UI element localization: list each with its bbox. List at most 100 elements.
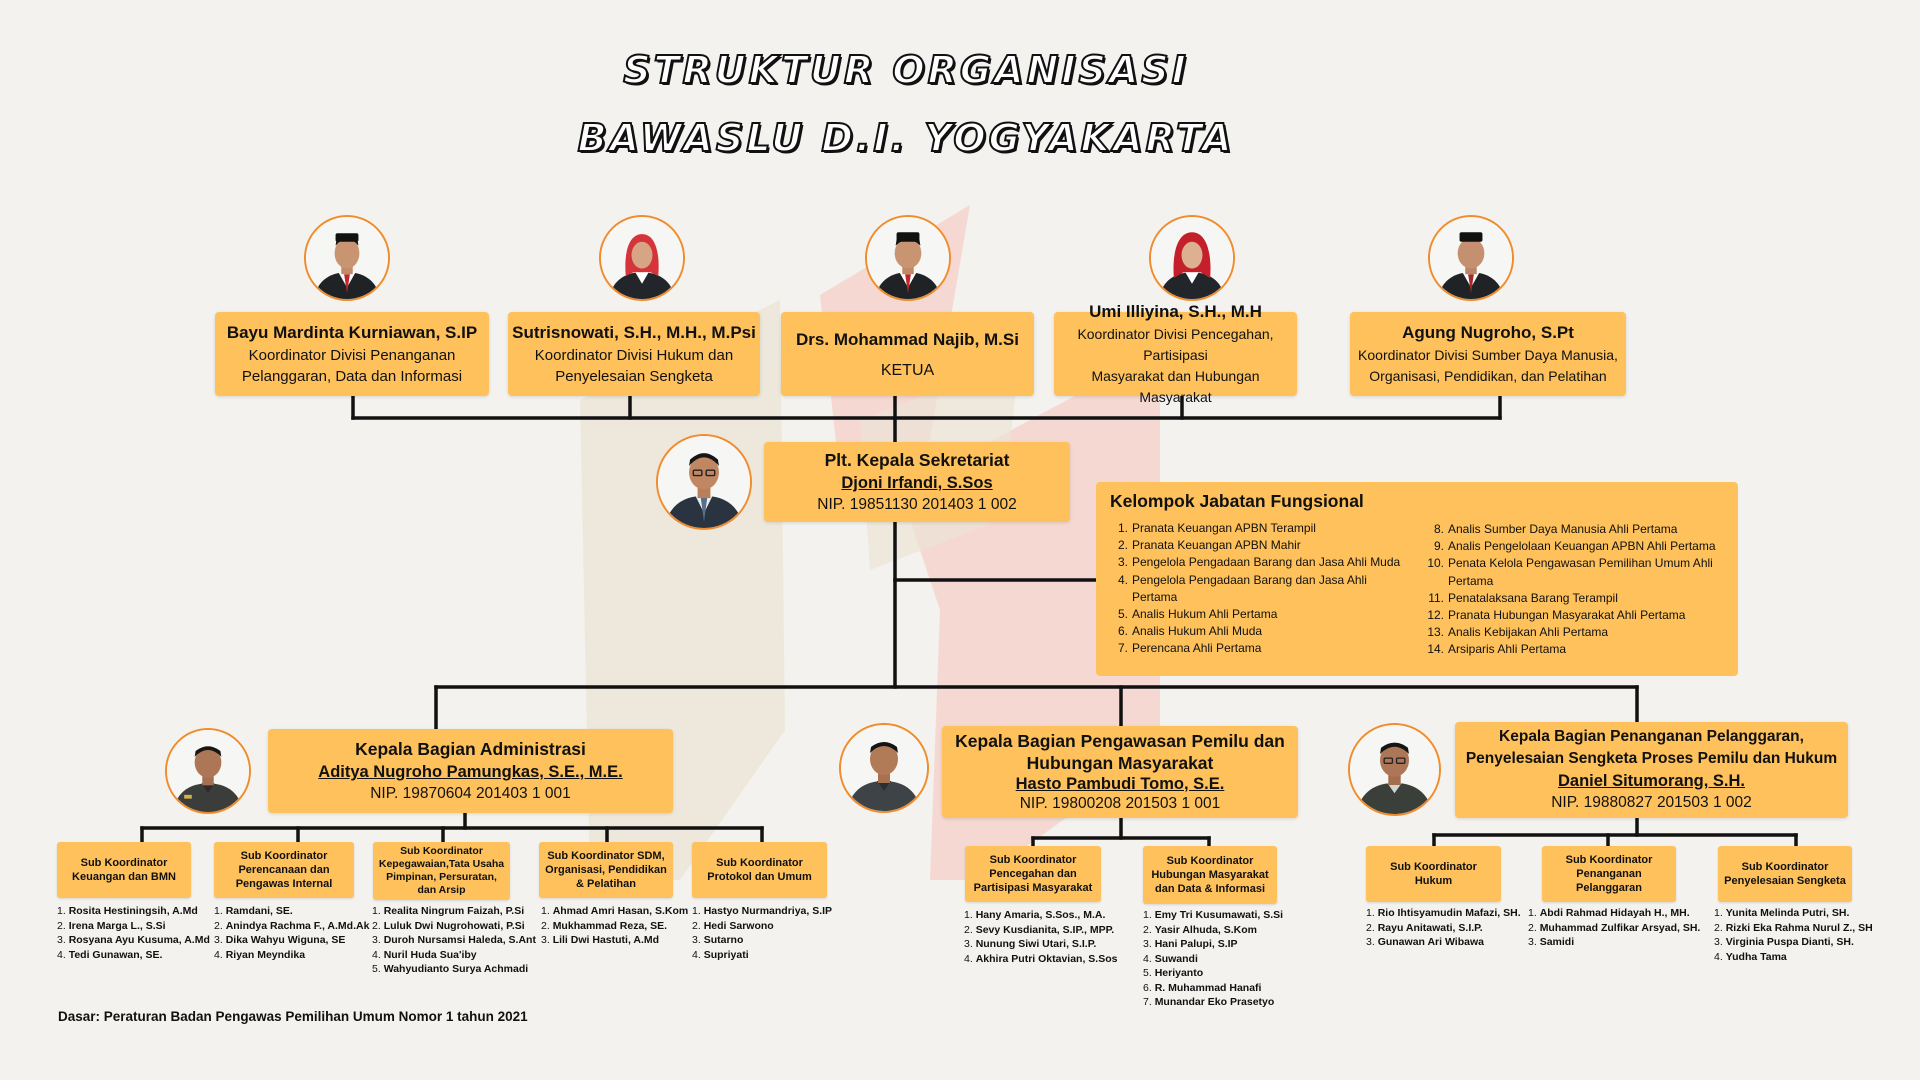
- fungsional-item: 5.Analis Hukum Ahli Pertama: [1110, 606, 1410, 623]
- fungsional-item: 13. Analis Kebijakan Ahli Pertama: [1426, 624, 1726, 641]
- member-item: Nunung Siwi Utari, S.I.P.: [964, 937, 1117, 952]
- head-name-1: Aditya Nugroho Pamungkas, S.E., M.E.: [318, 763, 623, 781]
- leader-role-3-line1: KETUA: [880, 361, 935, 379]
- secretariat-nip: NIP. 19851130 201403 1 002: [817, 496, 1017, 513]
- leader-box-3: Drs. Mohammad Najib, M.Si KETUA: [781, 312, 1034, 396]
- sub-box-perencanaan: Sub Koordinator Perencanaan dan Pengawas…: [214, 842, 354, 898]
- fungsional-item-number: 2.: [1117, 538, 1128, 553]
- fungsional-item: 11.Penatalaksana Barang Terampil: [1426, 590, 1726, 607]
- fungsional-item-number: 8.: [1433, 522, 1444, 536]
- member-item: Tedi Gunawan, SE.: [57, 948, 210, 963]
- member-item: Akhira Putri Oktavian, S.Sos: [964, 952, 1118, 967]
- sub-box-hukum: Sub Koordinator Hukum: [1366, 846, 1501, 902]
- head-title-3-line1: Kepala Bagian Penanganan Pelanggaran,: [1499, 728, 1804, 745]
- footer-basis: Dasar: Peraturan Badan Pengawas Pemiliha…: [58, 1009, 528, 1024]
- leader-photo-4: [1149, 215, 1235, 301]
- member-item: Rosita Hestiningsih, A.Md: [57, 904, 210, 919]
- head-nip-1: NIP. 19870604 201403 1 001: [370, 785, 571, 802]
- members-sengketa: Yunita Melinda Putri, SH.Rizki Eka Rahma…: [1714, 906, 1873, 964]
- member-item: Ahmad Amri Hasan, S.Kom: [541, 904, 689, 919]
- member-item: Yudha Tama: [1714, 950, 1873, 965]
- head-nip-3: NIP. 19880827 201503 1 002: [1551, 794, 1752, 811]
- fungsional-item-number: 13.: [1427, 625, 1444, 640]
- leader-photo-2: [599, 215, 685, 301]
- members-humas: Emy Tri Kusumawati, S.SiYasir Alhuda, S.…: [1143, 908, 1283, 1010]
- member-item: Rayu Anitawati, S.I.P.: [1366, 921, 1521, 936]
- fungsional-item-text: Perencana Ahli Pertama: [1132, 641, 1262, 656]
- fungsional-item-text: Analis Kebijakan Ahli Pertama: [1448, 625, 1609, 640]
- sub-box-kepegawaian: Sub Koordinator Kepegawaian,Tata Usaha P…: [373, 842, 510, 900]
- member-item: Irena Marga L., S.Si: [57, 919, 210, 934]
- member-item: Realita Ningrum Faizah, P.Si: [372, 904, 536, 919]
- member-item: Hastyo Nurmandriya, S.IP: [692, 904, 832, 919]
- leader-name-4: Umi Illiyina, S.H., M.H: [1089, 302, 1262, 321]
- fungsional-item-text: Pengelola Pengadaan Barang dan Jasa Ahli…: [1132, 572, 1367, 604]
- members-sdm: Ahmad Amri Hasan, S.KomMukhammad Reza, S…: [541, 904, 689, 948]
- fungsional-item-number: 12.: [1427, 608, 1444, 623]
- member-item: Hedi Sarwono: [692, 919, 832, 934]
- leader-role-2-line1: Koordinator Divisi Hukum dan: [534, 347, 734, 364]
- sub-box-keuangan: Sub Koordinator Keuangan dan BMN: [57, 842, 191, 898]
- leader-name-2: Sutrisnowati, S.H., M.H., M.Psi: [512, 323, 756, 342]
- fungsional-item-number: 11.: [1428, 590, 1444, 605]
- leader-photo-3: [865, 215, 951, 301]
- fungsional-item-text: Pengelola Pengadaan Barang dan Jasa Ahli…: [1132, 555, 1401, 570]
- member-item: Mukhammad Reza, SE.: [541, 919, 688, 934]
- leader-role-4-line1: Koordinator Divisi Pencegahan, Partisipa…: [1077, 326, 1274, 363]
- member-item: Heriyanto: [1143, 966, 1283, 981]
- member-item: Samidi: [1528, 935, 1700, 950]
- member-item: Duroh Nursamsi Haleda, S.Ant: [372, 933, 536, 948]
- fungsional-item-text: Analis Hukum Ahli Pertama: [1132, 607, 1278, 622]
- chart-title-line1: STRUKTUR ORGANISASI: [622, 47, 1189, 93]
- fungsional-item-text: Penata Kelola Pengawasan Pemilihan Umum …: [1448, 556, 1713, 588]
- sub-box-sengketa: Sub Koordinator Penyelesaian Sengketa: [1718, 846, 1852, 902]
- member-item: Wahyudianto Surya Achmadi: [372, 962, 536, 977]
- fungsional-item-text: Analis Pengelolaan Keuangan APBN Ahli Pe…: [1448, 539, 1716, 554]
- fungsional-item-number: 14.: [1427, 642, 1444, 657]
- fungsional-item: 9. Analis Pengelolaan Keuangan APBN Ahli …: [1426, 538, 1726, 555]
- fungsional-item: 8. Analis Sumber Daya Manusia Ahli Pertam…: [1426, 521, 1726, 538]
- fungsional-item: 14.Arsiparis Ahli Pertama: [1426, 641, 1726, 658]
- fungsional-item-number: 10.: [1427, 556, 1444, 571]
- secretariat-title: Plt. Kepala Sekretariat: [824, 450, 1010, 470]
- fungsional-item-text: Pranata Keuangan APBN Terampil: [1132, 521, 1316, 535]
- fungsional-item: 6.Analis Hukum Ahli Muda: [1110, 623, 1410, 640]
- fungsional-item-number: 9.: [1433, 539, 1444, 554]
- fungsional-item-text: Analis Sumber Daya Manusia Ahli Pertama: [1448, 522, 1678, 536]
- leader-name-3: Drs. Mohammad Najib, M.Si: [796, 329, 1019, 349]
- leader-box-5: Agung Nugroho, S.Pt Koordinator Divisi S…: [1350, 312, 1626, 396]
- leader-name-5: Agung Nugroho, S.Pt: [1402, 323, 1574, 342]
- head-photo-2: [839, 723, 929, 813]
- member-item: Gunawan Ari Wibawa: [1366, 935, 1521, 950]
- members-kepegawaian: Realita Ningrum Faizah, P.SiLuluk Dwi Nu…: [372, 904, 536, 977]
- fungsional-item: 2.Pranata Keuangan APBN Mahir: [1110, 537, 1410, 554]
- chart-title-line2: BAWASLU D.I. YOGYAKARTA: [577, 115, 1235, 161]
- fungsional-item-text: Pranata Hubungan Masyarakat Ahli Pertama: [1448, 608, 1686, 623]
- head-title-1: Kepala Bagian Administrasi: [355, 739, 586, 759]
- secretariat-name: Djoni Irfandi, S.Sos: [841, 474, 993, 492]
- head-name-3: Daniel Situmorang, S.H.: [1557, 772, 1746, 790]
- sub-box-protokol: Sub Koordinator Protokol dan Umum: [692, 842, 827, 898]
- member-item: Abdi Rahmad Hidayah H., MH.: [1528, 906, 1700, 921]
- members-protokol: Hastyo Nurmandriya, S.IPHedi SarwonoSuta…: [692, 904, 832, 962]
- member-item: Yasir Alhuda, S.Kom: [1143, 923, 1283, 938]
- head-title-3-line2: Penyelesaian Sengketa Proses Pemilu dan …: [1465, 750, 1838, 767]
- secretariat-box: Plt. Kepala Sekretariat Djoni Irfandi, S…: [764, 442, 1070, 522]
- leader-name-1: Bayu Mardinta Kurniawan, S.IP: [226, 323, 478, 342]
- head-title-2-line1: Kepala Bagian Pengawasan Pemilu dan: [955, 731, 1285, 751]
- member-item: Lili Dwi Hastuti, A.Md: [541, 933, 688, 948]
- members-hukum: Rio Ihtisyamudin Mafazi, SH.Rayu Anitawa…: [1366, 906, 1521, 950]
- head-box-1: Kepala Bagian Administrasi Aditya Nugroh…: [268, 729, 673, 813]
- members-penanganan: Abdi Rahmad Hidayah H., MH.Muhammad Zulf…: [1528, 906, 1701, 950]
- sub-box-humas: Sub Koordinator Hubungan Masyarakat dan …: [1143, 846, 1277, 904]
- member-item: Rio Ihtisyamudin Mafazi, SH.: [1366, 906, 1521, 921]
- fungsional-item-number: 4.: [1117, 572, 1128, 587]
- member-item: Hani Palupi, S.IP: [1143, 937, 1283, 952]
- head-box-3: Kepala Bagian Penanganan Pelanggaran, Pe…: [1455, 722, 1848, 818]
- fungsional-item: 3.Pengelola Pengadaan Barang dan Jasa Ah…: [1110, 554, 1410, 571]
- leader-photo-1: [304, 215, 390, 301]
- head-box-2: Kepala Bagian Pengawasan Pemilu dan Hubu…: [942, 726, 1298, 818]
- member-item: Supriyati: [692, 948, 832, 963]
- leader-box-1: Bayu Mardinta Kurniawan, S.IP Koordinato…: [215, 312, 489, 396]
